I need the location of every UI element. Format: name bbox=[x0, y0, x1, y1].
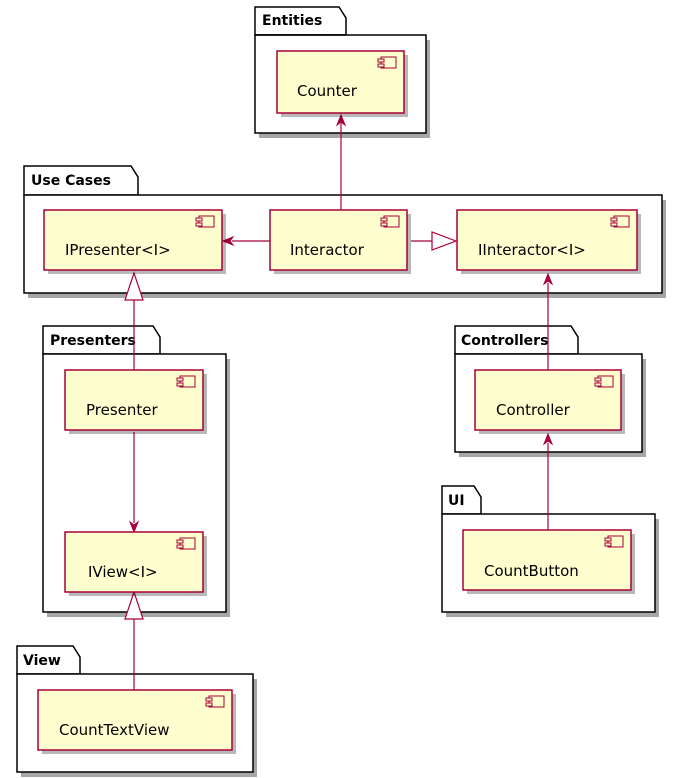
component-iinteractor[interactable]: IInteractor<I> bbox=[456, 209, 641, 274]
package-label-ui: UI bbox=[448, 493, 465, 509]
arrowhead-counter bbox=[335, 113, 347, 127]
component-controller[interactable]: Controller bbox=[474, 369, 625, 434]
component-label-iinteractor: IInteractor<I> bbox=[478, 241, 586, 259]
component-icon bbox=[205, 695, 225, 708]
component-icon bbox=[195, 215, 215, 228]
component-icon bbox=[176, 537, 196, 550]
component-label-interactor: Interactor bbox=[290, 241, 365, 259]
component-counttextview[interactable]: CountTextView bbox=[37, 689, 236, 754]
component-countbutton[interactable]: CountButton bbox=[462, 529, 635, 594]
component-label-counttextview: CountTextView bbox=[59, 721, 169, 739]
package-label-entities: Entities bbox=[262, 13, 322, 29]
component-icon bbox=[380, 215, 400, 228]
package-label-use-cases: Use Cases bbox=[31, 173, 111, 189]
component-interactor[interactable]: Interactor bbox=[269, 209, 411, 274]
component-icon bbox=[604, 535, 624, 548]
component-label-ipresenter: IPresenter<I> bbox=[65, 241, 171, 259]
component-ipresenter[interactable]: IPresenter<I> bbox=[43, 209, 226, 274]
arrowhead-iinteractor-realization bbox=[431, 231, 458, 251]
component-presenter[interactable]: Presenter bbox=[64, 369, 207, 434]
component-icon bbox=[594, 375, 614, 388]
package-label-controllers: Controllers bbox=[461, 333, 548, 349]
arrowhead-iview-realization bbox=[124, 590, 144, 620]
arrowhead-ipresenter bbox=[221, 235, 235, 247]
component-counter[interactable]: Counter bbox=[276, 50, 408, 117]
component-label-presenter: Presenter bbox=[86, 401, 159, 419]
component-label-iview: IView<I> bbox=[88, 563, 158, 581]
component-label-counter: Counter bbox=[297, 82, 358, 100]
component-label-controller: Controller bbox=[496, 401, 571, 419]
package-label-presenters: Presenters bbox=[50, 333, 136, 349]
arrowhead-controller bbox=[542, 432, 554, 446]
arrowhead-iview bbox=[128, 520, 140, 534]
component-label-countbutton: CountButton bbox=[484, 562, 579, 580]
component-icon bbox=[610, 215, 630, 228]
arrowhead-iinteractor bbox=[542, 272, 554, 286]
package-label-view: View bbox=[23, 653, 61, 669]
component-icon bbox=[176, 375, 196, 388]
arrowhead-ipresenter-realization bbox=[124, 271, 144, 301]
component-iview[interactable]: IView<I> bbox=[64, 531, 207, 596]
component-icon bbox=[377, 56, 397, 69]
